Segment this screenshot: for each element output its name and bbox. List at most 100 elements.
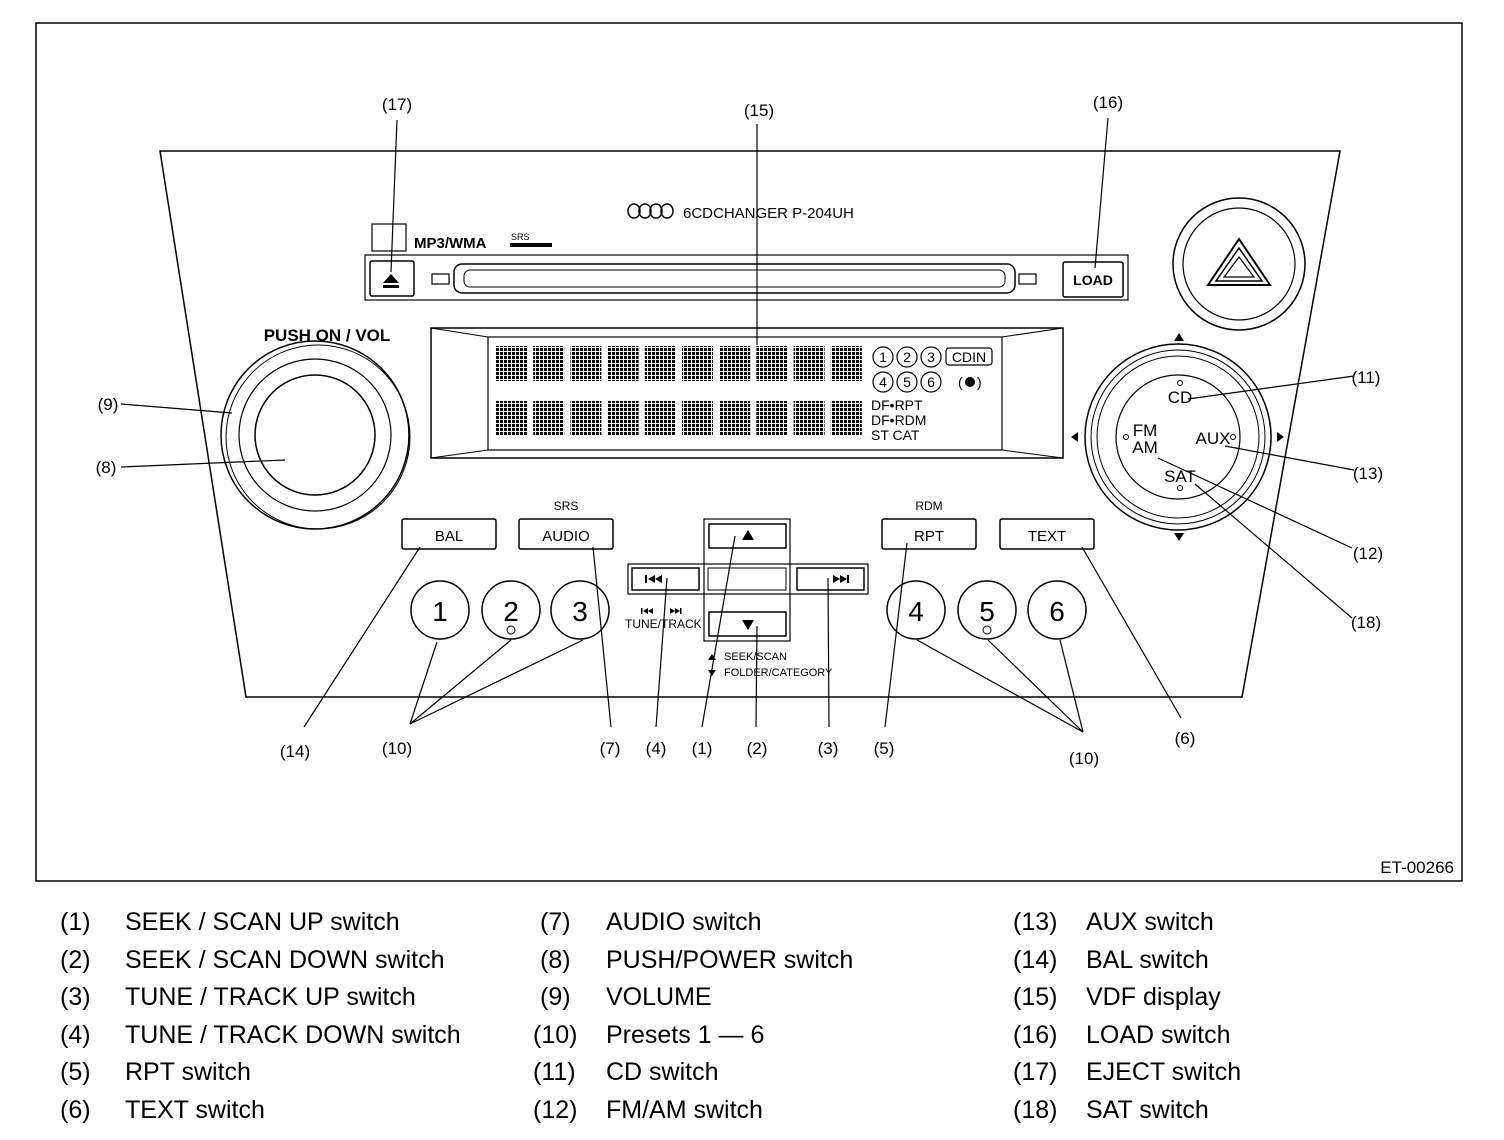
display-char-cell <box>533 346 565 381</box>
callout-16: (16) <box>1093 93 1123 112</box>
audio-button[interactable] <box>518 518 614 550</box>
display-char-cell <box>719 346 751 381</box>
disc-number: 1 <box>879 349 887 365</box>
brand-logo-icon <box>627 203 674 219</box>
callout-14: (14) <box>280 742 310 761</box>
df-rpt-indicator: DF•RPT <box>871 397 923 413</box>
callout-7: (7) <box>600 739 621 758</box>
callout-13: (13) <box>1353 464 1383 483</box>
callout-3: (3) <box>818 739 839 758</box>
display-char-cell <box>719 401 751 436</box>
callout-10-right: (10) <box>1069 749 1099 768</box>
disc-number: 2 <box>903 349 911 365</box>
rpt-label: RPT <box>914 528 944 545</box>
preset-label: 2 <box>503 596 519 627</box>
aux-switch[interactable]: AUX <box>1196 429 1231 448</box>
down-triangle-icon <box>742 620 754 630</box>
fm-switch[interactable]: FM <box>1133 421 1158 440</box>
mp3-label: MP3/WMA <box>414 235 487 252</box>
push-power-button[interactable] <box>254 374 376 496</box>
display-char-cell <box>644 401 676 436</box>
dial-right-arrow-icon <box>1277 432 1284 442</box>
bal-button[interactable] <box>401 518 497 550</box>
bal-label: BAL <box>435 528 463 545</box>
preset-label: 4 <box>908 596 924 627</box>
text-button[interactable] <box>999 518 1095 550</box>
svg-text:(: ( <box>958 374 963 390</box>
disc-number: 4 <box>879 374 887 390</box>
srs-bar-icon <box>510 243 552 247</box>
callout-15: (15) <box>744 101 774 120</box>
callout-9: (9) <box>98 395 119 414</box>
display-char-cell <box>607 401 639 436</box>
cdin-indicator <box>945 347 993 366</box>
preset-label: 6 <box>1049 596 1065 627</box>
skip-back-icon <box>645 575 662 583</box>
preset-indicator-dot <box>506 625 516 635</box>
disc-indicator <box>872 346 894 368</box>
preset-6-button[interactable] <box>1027 580 1087 640</box>
tune-down-button[interactable] <box>631 567 700 591</box>
display-char-cell <box>644 346 676 381</box>
sat-switch[interactable]: SAT <box>1164 467 1196 486</box>
disc-indicator <box>896 346 918 368</box>
preset-1-button[interactable] <box>410 580 470 640</box>
figure-frame <box>35 22 1463 882</box>
df-rdm-indicator: DF•RDM <box>871 412 926 428</box>
preset-label: 5 <box>979 596 995 627</box>
preset-2-button[interactable] <box>481 580 541 640</box>
tune-track-small-icons <box>641 608 682 614</box>
cd-slot[interactable] <box>453 263 1016 294</box>
callout-6: (6) <box>1175 729 1196 748</box>
display-char-cell <box>496 346 527 381</box>
preset-label: 3 <box>572 596 588 627</box>
disc-indicator <box>872 371 894 393</box>
record-dot-icon <box>965 377 975 387</box>
rpt-button[interactable] <box>881 518 977 550</box>
display-char-cell <box>682 346 713 381</box>
disc-indicator <box>896 371 918 393</box>
srs-label: SRS <box>554 499 579 513</box>
skip-forward-icon <box>833 575 849 583</box>
slot-indicator-left <box>431 273 450 285</box>
callout-10-left: (10) <box>382 739 412 758</box>
preset-3-button[interactable] <box>550 580 610 640</box>
preset-5-button[interactable] <box>957 580 1017 640</box>
cd-slot-strip <box>364 254 1129 301</box>
disc-indicator <box>920 371 942 393</box>
display-char-cell <box>607 346 639 381</box>
display-char-cell <box>570 401 602 436</box>
disc-number: 3 <box>927 349 935 365</box>
hazard-icon <box>1206 237 1272 286</box>
svg-text:): ) <box>977 374 982 390</box>
cd-switch[interactable]: CD <box>1168 388 1193 407</box>
display-char-cell <box>496 401 527 436</box>
disc-number: 6 <box>927 374 935 390</box>
rdm-label: RDM <box>915 499 942 513</box>
load-button[interactable] <box>1062 261 1124 298</box>
st-cat-indicator: ST CAT <box>871 427 920 443</box>
seek-scan-label: SEEK/SCAN <box>724 651 787 663</box>
load-label: LOAD <box>1073 272 1113 288</box>
display-char-cell <box>830 401 862 436</box>
brand-line: 6CDCHANGER P-204UH <box>683 205 854 222</box>
disc-number: 5 <box>903 374 911 390</box>
dial-down-arrow-icon <box>1174 533 1184 541</box>
am-switch[interactable]: AM <box>1132 438 1158 457</box>
faceplate <box>159 150 1341 698</box>
vdf-display-housing <box>430 327 1064 459</box>
display-char-cell <box>533 401 565 436</box>
tune-up-button[interactable] <box>796 567 865 591</box>
seek-tune-pad <box>627 518 869 642</box>
disc-indicator <box>920 346 942 368</box>
preset-indicator-dot <box>982 625 992 635</box>
preset-4-button[interactable] <box>886 580 946 640</box>
callout-18: (18) <box>1351 613 1381 632</box>
callout-4: (4) <box>646 739 667 758</box>
hazard-button[interactable] <box>1172 197 1306 331</box>
display-char-cell <box>793 401 825 436</box>
callout-12: (12) <box>1353 544 1383 563</box>
mode-dial[interactable] <box>1084 343 1272 531</box>
